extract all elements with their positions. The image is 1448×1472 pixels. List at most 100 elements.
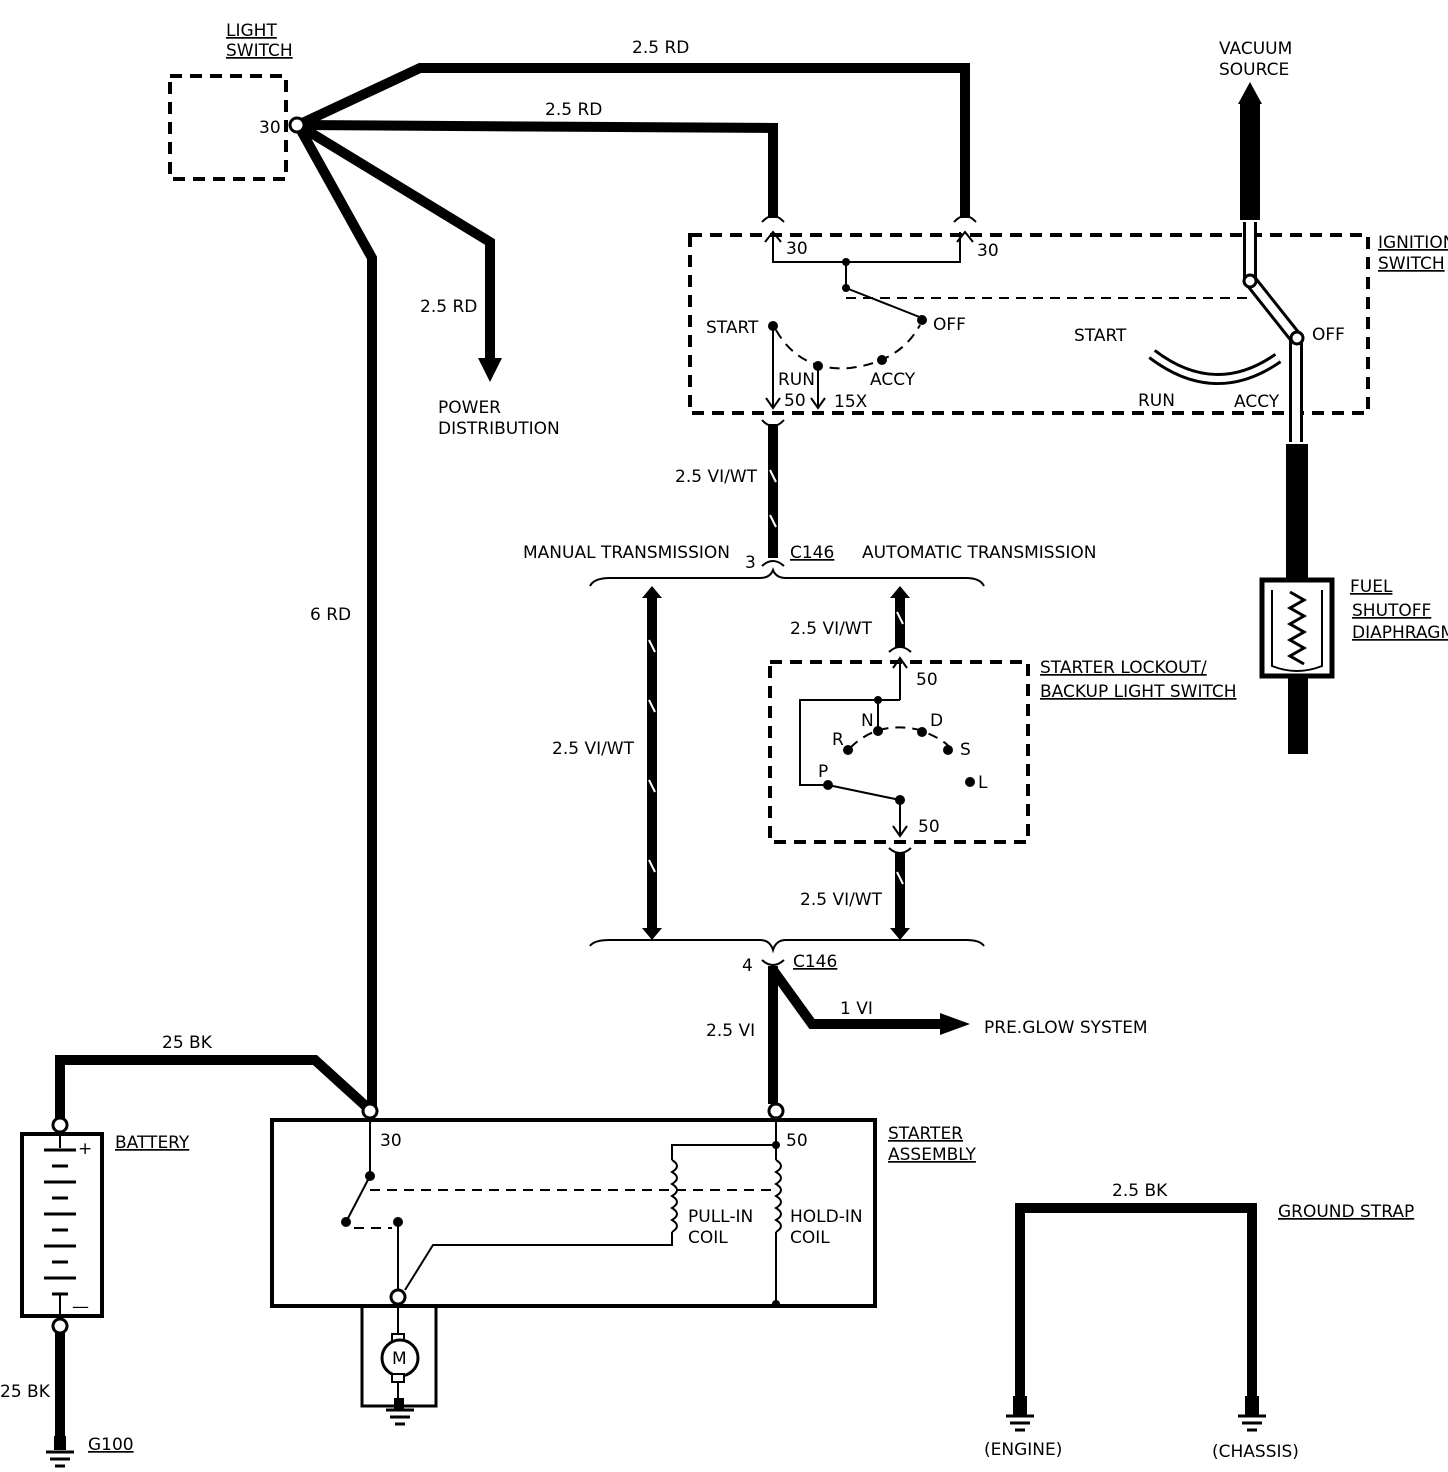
solenoid-blade [345,1175,371,1223]
ground-strap-label: GROUND STRAP [1278,1202,1414,1222]
wire-2-5-rd-power [295,120,495,358]
vac-pos-accy: ACCY [1234,392,1280,412]
pull-in-coil-winding [670,1159,678,1233]
ignition-to-c146: 2.5 VI/WT 3 C146 MANUAL TRANSMISSION AUT… [523,419,1097,587]
ign-connector-30-left [761,215,785,223]
wire-2-5-rd-top [295,63,970,218]
starter-terminal-30: 30 [380,1131,402,1151]
light-switch-label-2: SWITCH [226,41,293,61]
wire-1-vi [768,967,942,1029]
manual-stripe-2 [648,699,656,713]
g100-label: G100 [88,1435,134,1455]
vacuum-source-arrow [1238,82,1262,104]
lockout-connector-top [888,646,912,653]
battery-plus: + [78,1139,92,1159]
power-distribution-label-1: POWER [438,398,501,418]
pull-in-coil-label-1: PULL-IN [688,1207,753,1227]
light-switch-terminal-node [288,116,306,134]
c146-bottom-name: C146 [793,952,837,972]
lockout-label-2: BACKUP LIGHT SWITCH [1040,682,1237,702]
wire-6-rd [293,122,377,1110]
engine-label: (ENGINE) [984,1440,1062,1460]
ign-terminal-30-left: 30 [786,239,808,259]
ign-pos-run: RUN [778,370,815,390]
starter-assembly-label-2: ASSEMBLY [888,1145,976,1165]
fuel-shutoff-rod [1288,676,1308,754]
starter-assembly: STARTER ASSEMBLY 30 50 PULL-IN COIL HOLD… [270,1102,976,1426]
vacuum-line-inner [1246,222,1300,442]
automatic-transmission-label: AUTOMATIC TRANSMISSION [862,543,1097,563]
wire-label-rd-power: 2.5 RD [420,297,477,317]
hold-in-coil-winding [774,1159,782,1233]
light-switch-box [168,74,288,181]
wire-label-viwt-auto-top: 2.5 VI/WT [790,619,873,639]
hold-in-coil-label-1: HOLD-IN [790,1207,863,1227]
lockout-travel-arc [849,726,951,749]
light-switch-terminal-30: 30 [259,118,281,138]
motor-brush-bottom [391,1373,405,1383]
hold-in-ground-node [772,1300,780,1308]
ground-icon-motor [386,1398,414,1426]
auto-top-stripe [896,611,904,625]
vacuum-pivot-upper [1242,273,1258,289]
wire-label-1-vi: 1 VI [840,999,873,1019]
manual-stripe-1 [648,639,656,653]
manual-wire-top-end [642,586,662,598]
vac-pos-start: START [1074,326,1127,346]
battery: 25 BK + — BATTERY 25 BK G100 [0,1033,374,1468]
vacuum-source-label-1: VACUUM [1219,39,1292,59]
battery-label: BATTERY [115,1133,190,1153]
wire-label-viwt-auto-bot: 2.5 VI/WT [800,890,883,910]
solenoid-blade-end [341,1217,351,1227]
vacuum-pivot-lower [1289,330,1305,346]
ign-contact-off [917,315,927,325]
gear-p: P [818,762,828,782]
lockout-terminal-50-bot: 50 [918,817,940,837]
gear-l: L [978,773,988,793]
manual-transmission-circuit: 2.5 VI/WT [552,586,662,940]
c146-top-name: C146 [790,543,834,563]
wire-viwt-ign-stripe-2 [769,514,777,528]
fuel-shutoff-label-1: FUEL [1350,577,1393,597]
pre-glow-arrow [940,1013,970,1035]
wire-2-5-bk-strap [1015,1203,1257,1400]
vacuum-source-label-2: SOURCE [1219,60,1289,80]
motor-terminal [389,1288,407,1306]
vacuum-hose-lower [1286,444,1308,579]
lockout-contact-d [917,727,927,737]
ignition-switch-label-1: IGNITION [1378,233,1448,253]
ignition-switch: IGNITION SWITCH 30 30 START OFF RUN ACCY… [688,215,1448,415]
lockout-label-1: STARTER LOCKOUT/ [1040,658,1207,678]
battery-case [20,1132,104,1318]
lockout-terminal-50-top: 50 [916,670,938,690]
pre-glow-label: PRE.GLOW SYSTEM [984,1018,1148,1038]
ground-icon-g100 [46,1436,74,1468]
starter-assembly-box [270,1118,877,1308]
gear-s: S [960,740,971,760]
chassis-label: (CHASSIS) [1212,1442,1299,1462]
vacuum-system: VACUUM SOURCE FUEL SHUTOFF DIAPHRAGM [1219,39,1448,754]
fuel-shutoff-diaphragm [1271,590,1323,672]
light-switch-wires: 2.5 RD 2.5 RD 2.5 RD 6 RD POWER DISTRIBU… [288,38,970,1110]
battery-negative-post [51,1317,69,1335]
ground-icon-chassis [1238,1396,1266,1432]
vacuum-hose-upper [1240,104,1260,220]
battery-minus: — [72,1297,89,1317]
lockout-contact-n [873,726,883,736]
gear-r: R [832,730,844,750]
pull-in-return [404,1232,673,1291]
auto-wire-bottom-end [890,928,910,940]
wire-label-25-bk-top: 25 BK [162,1033,213,1053]
pull-in-feed [671,1144,776,1160]
ign-terminal-30-right: 30 [977,241,999,261]
fuel-shutoff-label-3: DIAPHRAGM [1352,623,1448,643]
pull-in-coil-label-2: COIL [688,1228,728,1248]
wire-label-2-5-vi: 2.5 VI [706,1021,755,1041]
ignition-switch-box [688,233,1370,415]
transmission-brace-top [589,567,985,587]
manual-stripe-3 [648,779,656,793]
auto-wire-top-end [890,586,910,598]
manual-stripe-4 [648,859,656,873]
fuel-shutoff-label-2: SHUTOFF [1352,601,1431,621]
